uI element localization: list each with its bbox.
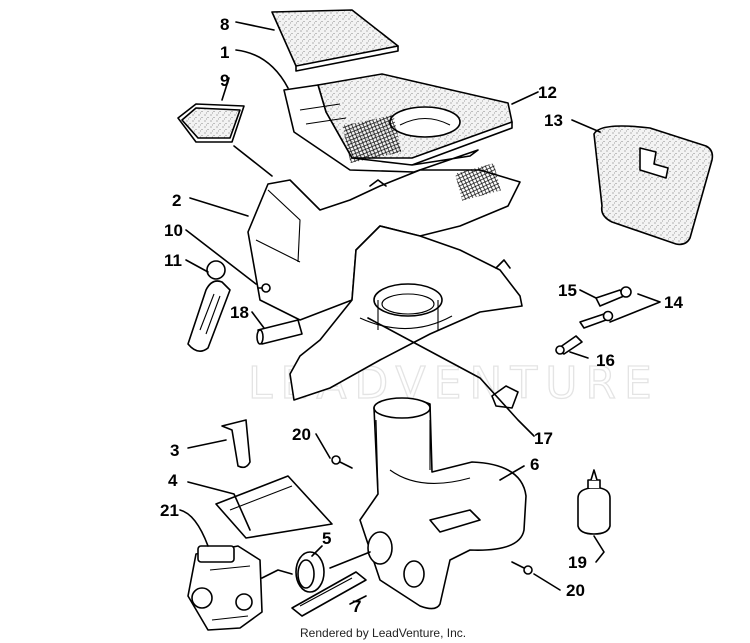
callout-19: 19 [568, 553, 587, 572]
part-14-15-16-fittings [555, 286, 632, 355]
part-19-oil-bottle [577, 469, 611, 535]
callout-12: 12 [538, 83, 557, 102]
callout-1: 1 [220, 43, 229, 62]
part-5-clamp [295, 551, 325, 593]
callout-5: 5 [322, 529, 331, 548]
part-20-screws [331, 455, 533, 575]
part-1-filter-tray [283, 84, 479, 173]
part-2-airbox-housing [247, 163, 521, 321]
callout-8: 8 [220, 15, 229, 34]
part-10-screw [257, 283, 271, 293]
callout-20-upper: 20 [292, 425, 311, 444]
callout-labels: 8 1 9 12 13 2 10 11 15 14 18 16 17 3 20 … [160, 15, 683, 616]
callout-4: 4 [168, 471, 178, 490]
part-18-hose [256, 319, 303, 345]
part-13-foam-pad [593, 125, 714, 246]
callout-7: 7 [352, 597, 361, 616]
callout-6: 6 [530, 455, 539, 474]
callout-20-lower: 20 [566, 581, 585, 600]
callout-18: 18 [230, 303, 249, 322]
callout-11: 11 [164, 251, 182, 270]
part-4-baffle-plate [215, 475, 333, 539]
part-11-valve [187, 260, 231, 352]
callout-21: 21 [160, 501, 179, 520]
part-3-bracket [221, 419, 251, 469]
leader-lines [179, 21, 661, 605]
part-8-filter-pad [271, 9, 399, 72]
part-21-carburetor [187, 545, 263, 631]
part-7-strap [291, 571, 367, 617]
part-9-small-filter [177, 103, 245, 143]
callout-15: 15 [558, 281, 577, 300]
callout-13: 13 [544, 111, 563, 130]
render-credit: Rendered by LeadVenture, Inc. [300, 626, 466, 640]
airbox-lower-base [289, 225, 523, 401]
callout-10: 10 [164, 221, 183, 240]
part-6-intake-manifold [359, 397, 527, 610]
callout-2: 2 [172, 191, 181, 210]
callout-9: 9 [220, 71, 229, 90]
callout-16: 16 [596, 351, 615, 370]
callout-17: 17 [534, 429, 553, 448]
part-17-clip [491, 385, 519, 409]
callout-3: 3 [170, 441, 179, 460]
callout-14: 14 [664, 293, 683, 312]
